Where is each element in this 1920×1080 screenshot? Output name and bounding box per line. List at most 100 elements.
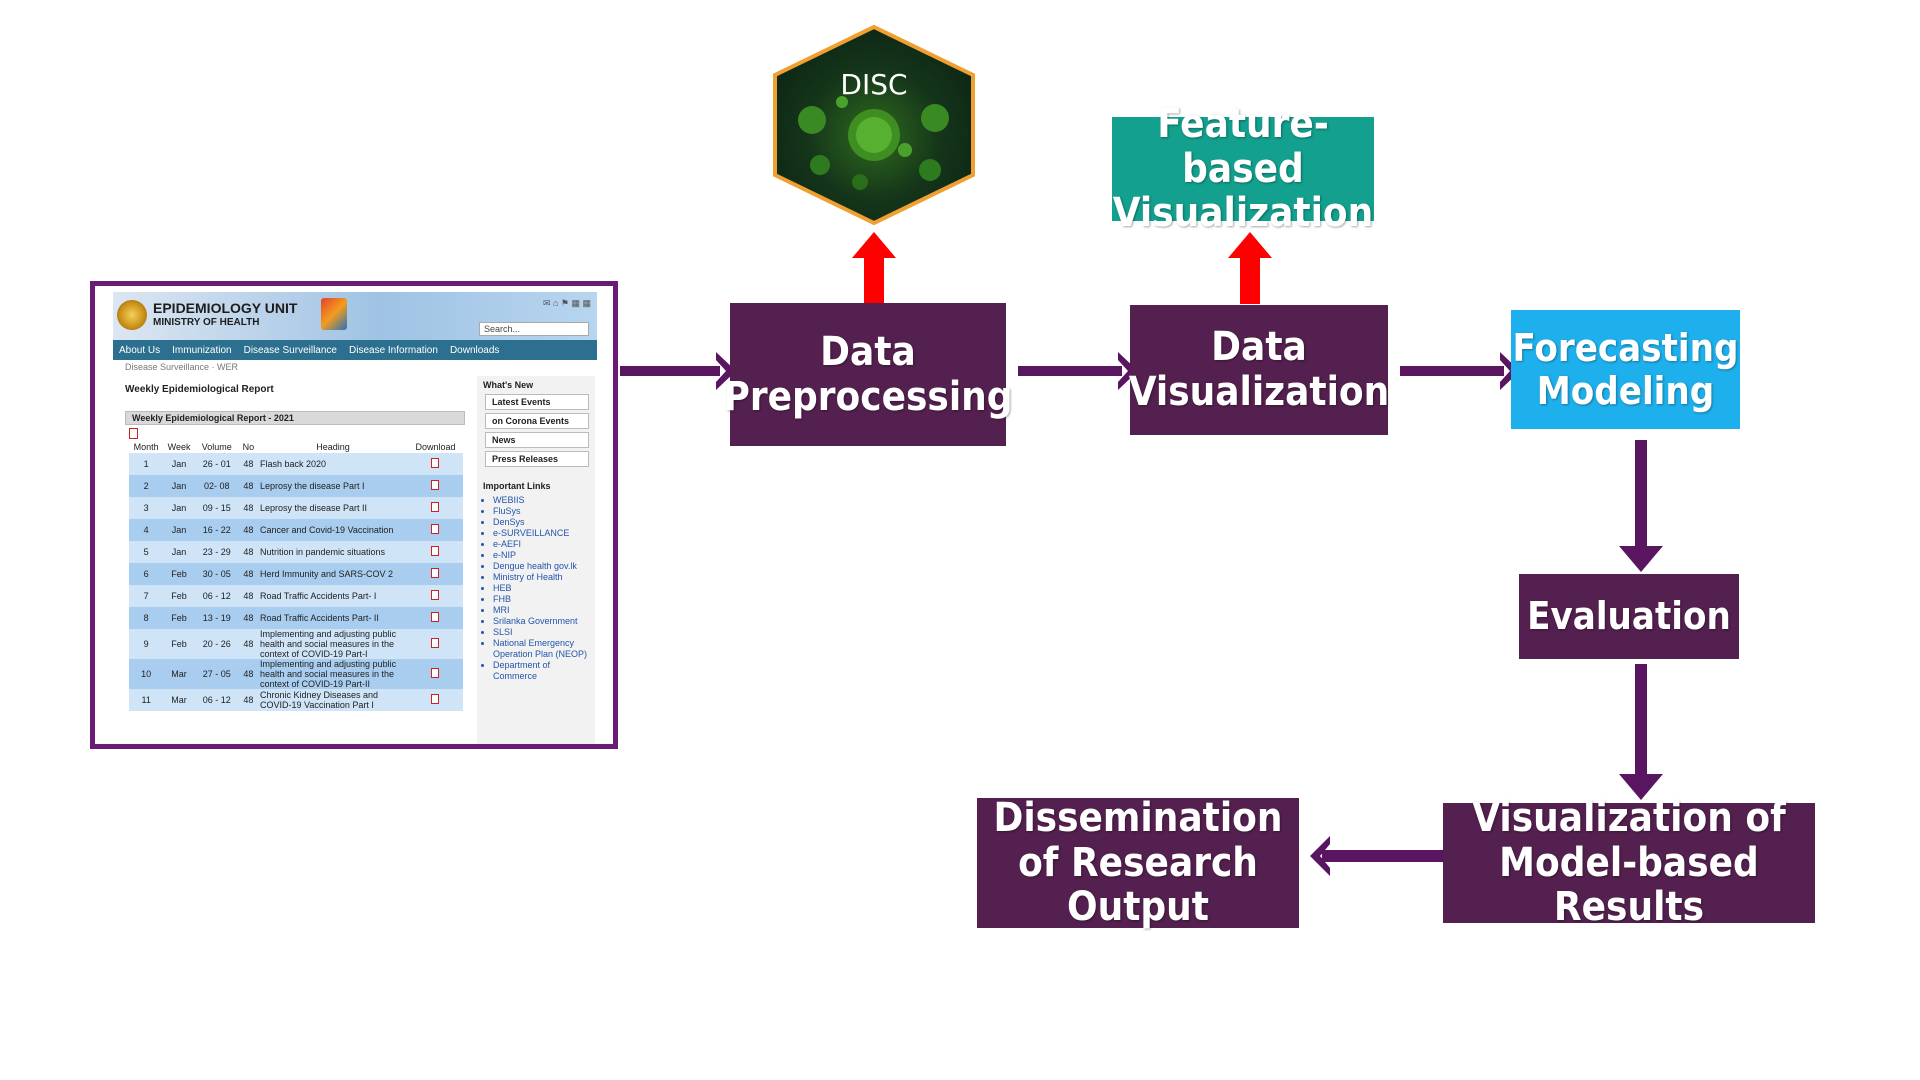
- nav-item-about[interactable]: About Us: [119, 344, 161, 356]
- important-link[interactable]: e-NIP: [493, 550, 595, 561]
- important-link[interactable]: e-SURVEILLANCE: [493, 528, 595, 539]
- cell-week: Feb: [163, 563, 195, 585]
- important-link[interactable]: Srilanka Government: [493, 616, 595, 627]
- cell-month: 2: [129, 475, 164, 497]
- important-link[interactable]: HEB: [493, 583, 595, 594]
- cell-volume: 23 - 29: [194, 541, 239, 563]
- cell-volume: 16 - 22: [194, 519, 239, 541]
- cell-no: 48: [238, 519, 258, 541]
- important-link[interactable]: WEBIIS: [493, 495, 595, 506]
- nav-item-downloads[interactable]: Downloads: [449, 344, 500, 356]
- disc-label: DISC: [840, 68, 907, 101]
- latest-events-button[interactable]: Latest Events: [485, 394, 589, 410]
- cell-download: [407, 607, 463, 629]
- table-header-row: Month Week Volume No Heading Download: [129, 441, 463, 453]
- important-link[interactable]: DenSys: [493, 517, 595, 528]
- cell-month: 11: [129, 689, 164, 711]
- nav-item-disease-surveillance[interactable]: Disease Surveillance: [243, 344, 337, 356]
- cell-month: 7: [129, 585, 164, 607]
- important-link[interactable]: FHB: [493, 594, 595, 605]
- important-links-title: Important Links: [483, 481, 551, 491]
- important-link[interactable]: National Emergency Operation Plan (NEOP): [493, 638, 595, 660]
- pdf-download-icon[interactable]: [431, 668, 440, 678]
- pdf-download-icon[interactable]: [431, 502, 440, 512]
- arrow-evaluation-to-model-viz: [1619, 664, 1663, 800]
- cell-week: Mar: [163, 689, 195, 711]
- section-title: Weekly Epidemiological Report: [125, 384, 274, 395]
- site-header: EPIDEMIOLOGY UNIT MINISTRY OF HEALTH ✉ ⌂…: [113, 292, 597, 340]
- pdf-download-icon[interactable]: [431, 612, 440, 622]
- cell-week: Jan: [163, 519, 195, 541]
- cell-download: [407, 659, 463, 689]
- cell-volume: 13 - 19: [194, 607, 239, 629]
- pdf-download-icon[interactable]: [431, 546, 440, 556]
- cell-heading: Chronic Kidney Diseases and COVID-19 Vac…: [257, 689, 408, 711]
- site-nav: About Us Immunization Disease Surveillan…: [113, 340, 597, 360]
- cell-week: Feb: [163, 607, 195, 629]
- column-header-download: Download: [407, 441, 463, 453]
- pdf-download-icon[interactable]: [431, 524, 440, 534]
- pdf-download-icon[interactable]: [431, 694, 440, 704]
- report-year-bar[interactable]: Weekly Epidemiological Report - 2021: [125, 411, 465, 425]
- cell-no: 48: [238, 629, 258, 659]
- cell-download: [407, 541, 463, 563]
- nav-item-disease-information[interactable]: Disease Information: [349, 344, 438, 356]
- pdf-download-icon[interactable]: [431, 458, 440, 468]
- cell-volume: 26 - 01: [194, 453, 239, 475]
- cell-heading: Flash back 2020: [257, 453, 408, 475]
- pdf-download-icon[interactable]: [431, 480, 440, 490]
- pdf-download-icon[interactable]: [431, 638, 440, 648]
- pdf-icon[interactable]: [129, 428, 138, 439]
- cell-week: Feb: [163, 585, 195, 607]
- column-header-no: No: [238, 441, 258, 453]
- important-link[interactable]: FluSys: [493, 506, 595, 517]
- important-link[interactable]: Ministry of Health: [493, 572, 595, 583]
- column-header-week: Week: [163, 441, 195, 453]
- site-subtitle: MINISTRY OF HEALTH: [153, 317, 260, 328]
- cell-volume: 06 - 12: [194, 689, 239, 711]
- news-button[interactable]: News: [485, 432, 589, 448]
- cell-download: [407, 497, 463, 519]
- important-link[interactable]: Dengue health gov.lk: [493, 561, 595, 572]
- step-evaluation: Evaluation: [1519, 574, 1739, 659]
- important-link[interactable]: e-AEFI: [493, 539, 595, 550]
- cell-week: Jan: [163, 475, 195, 497]
- cell-heading: Herd Immunity and SARS-COV 2: [257, 563, 408, 585]
- pdf-download-icon[interactable]: [431, 590, 440, 600]
- important-link[interactable]: MRI: [493, 605, 595, 616]
- cell-month: 10: [129, 659, 164, 689]
- cell-week: Mar: [163, 659, 195, 689]
- press-releases-button[interactable]: Press Releases: [485, 451, 589, 467]
- arrow-visualization-to-feature: [1228, 232, 1272, 304]
- cell-no: 48: [238, 453, 258, 475]
- cell-download: [407, 519, 463, 541]
- important-link[interactable]: SLSI: [493, 627, 595, 638]
- virus-icon: [798, 96, 949, 190]
- cell-heading: Implementing and adjusting public health…: [257, 629, 408, 659]
- important-link[interactable]: Department of Commerce: [493, 660, 595, 682]
- site-title: EPIDEMIOLOGY UNIT: [153, 300, 298, 316]
- nav-item-immunization[interactable]: Immunization: [172, 344, 232, 356]
- arrow-visualization-to-forecasting: [1400, 352, 1520, 390]
- pdf-download-icon[interactable]: [431, 568, 440, 578]
- cell-no: 48: [238, 475, 258, 497]
- corona-events-button[interactable]: on Corona Events: [485, 413, 589, 429]
- search-input[interactable]: Search...: [479, 322, 589, 336]
- cell-volume: 30 - 05: [194, 563, 239, 585]
- column-header-heading: Heading: [257, 441, 408, 453]
- cell-month: 1: [129, 453, 164, 475]
- unit-logo-icon: [321, 298, 347, 330]
- cell-volume: 02- 08: [194, 475, 239, 497]
- cell-download: [407, 629, 463, 659]
